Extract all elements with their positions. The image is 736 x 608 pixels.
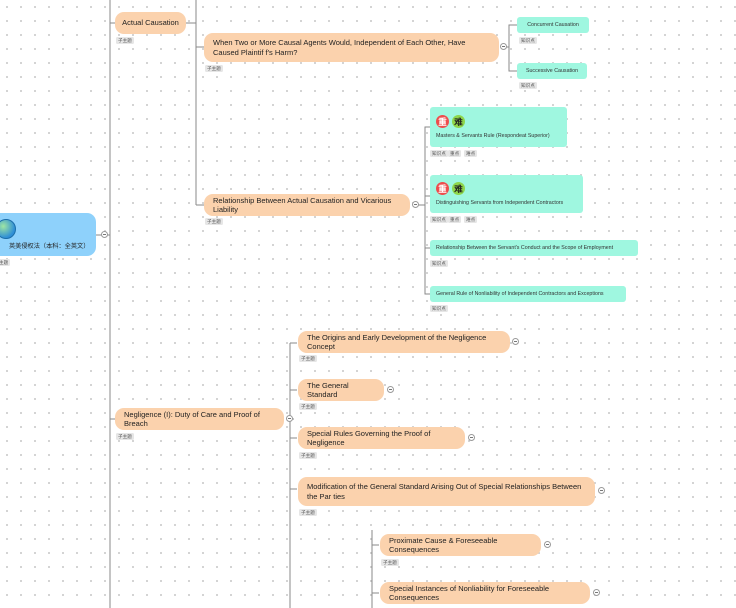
priority-marks: 重 难 [436, 115, 465, 128]
point-tag: 知识点 [430, 305, 448, 312]
topic-tag: 子主题 [116, 433, 134, 440]
topic-special-rules[interactable]: Special Rules Governing the Proof of Neg… [298, 427, 465, 449]
topic-tag: 子主题 [299, 403, 317, 410]
topic-two-causal-agents[interactable]: When Two or More Causal Agents Would, In… [204, 33, 499, 62]
point-label: General Rule of Nonliability of Independ… [436, 291, 604, 297]
root-title: 英美侵权法（本科：全英文） [9, 243, 90, 250]
topic-label: Special Instances of Nonliability for Fo… [389, 583, 550, 602]
topic-label: When Two or More Causal Agents Would, In… [213, 38, 466, 57]
collapse-toggle[interactable] [412, 201, 419, 208]
topic-tag: 子主题 [299, 452, 317, 459]
topic-tag: 子主题 [205, 65, 223, 72]
collapse-toggle[interactable] [500, 43, 507, 50]
topic-tag: 子主题 [299, 509, 317, 516]
topic-label: Relationship Between Actual Causation an… [213, 195, 392, 214]
point-general-rule[interactable]: General Rule of Nonliability of Independ… [430, 286, 626, 302]
topic-label: Proximate Cause & Foreseeable Consequenc… [389, 535, 498, 554]
collapse-toggle[interactable] [468, 434, 475, 441]
difficult-icon: 难 [452, 182, 465, 195]
point-label: Successive Causation [525, 68, 579, 74]
point-label: Concurrent Causation [527, 22, 579, 28]
point-tag: 知识点 [519, 82, 537, 89]
point-masters-servants[interactable]: 重 难 Masters & Servants Rule (Respondeat … [430, 107, 567, 147]
topic-tag: 子主题 [299, 355, 317, 362]
topic-tag: 子主题 [116, 37, 134, 44]
topic-label: Negligence (I): Duty of Care and Proof o… [124, 409, 260, 428]
collapse-toggle[interactable] [598, 487, 605, 494]
point-label: Masters & Servants Rule (Respondeat Supe… [436, 133, 550, 139]
topic-vicarious-liability[interactable]: Relationship Between Actual Causation an… [204, 194, 410, 216]
difficult-icon: 难 [452, 115, 465, 128]
topic-modification[interactable]: Modification of the General Standard Ari… [298, 477, 595, 506]
topic-label: The General Standard [307, 380, 349, 399]
topic-label: Modification of the General Standard Ari… [307, 482, 582, 501]
collapse-toggle[interactable] [101, 231, 108, 238]
point-tag: 难点 [464, 216, 478, 223]
globe-icon [0, 219, 16, 239]
point-tag: 重点 [448, 216, 462, 223]
root-topic[interactable]: 英美侵权法（本科：全英文） [0, 213, 96, 256]
topic-special-instances[interactable]: Special Instances of Nonliability for Fo… [380, 582, 590, 604]
collapse-toggle[interactable] [544, 541, 551, 548]
collapse-toggle[interactable] [387, 386, 394, 393]
point-tag: 知识点 [519, 37, 537, 44]
collapse-toggle[interactable] [512, 338, 519, 345]
topic-proximate-cause[interactable]: Proximate Cause & Foreseeable Consequenc… [380, 534, 541, 556]
root-tag: 主题 [0, 259, 11, 266]
point-conduct-scope[interactable]: Relationship Between the Servant's Condu… [430, 240, 638, 256]
point-tag: 知识点 [430, 216, 448, 223]
point-label: Relationship Between the Servant's Condu… [436, 245, 614, 251]
collapse-toggle[interactable] [593, 589, 600, 596]
point-tag: 知识点 [430, 150, 448, 157]
topic-negligence[interactable]: Negligence (I): Duty of Care and Proof o… [115, 408, 284, 430]
topic-origins[interactable]: The Origins and Early Development of the… [298, 331, 510, 353]
topic-tag: 子主题 [205, 218, 223, 225]
priority-marks: 重 难 [436, 182, 465, 195]
collapse-toggle[interactable] [286, 415, 293, 422]
point-tag: 知识点 [430, 260, 448, 267]
point-tag: 重点 [448, 150, 462, 157]
point-concurrent-causation[interactable]: Concurrent Causation [517, 17, 589, 33]
topic-label: Actual Causation [122, 18, 179, 28]
point-label: Distinguishing Servants from Independent… [436, 200, 564, 206]
point-tag: 难点 [464, 150, 478, 157]
point-successive-causation[interactable]: Successive Causation [517, 63, 587, 79]
important-icon: 重 [436, 115, 449, 128]
topic-actual-causation[interactable]: Actual Causation [115, 12, 186, 34]
important-icon: 重 [436, 182, 449, 195]
topic-tag: 子主题 [381, 559, 399, 566]
point-distinguishing-servants[interactable]: 重 难 Distinguishing Servants from Indepen… [430, 175, 583, 213]
topic-general-standard[interactable]: The General Standard [298, 379, 384, 401]
topic-label: Special Rules Governing the Proof of Neg… [307, 428, 431, 447]
topic-label: The Origins and Early Development of the… [307, 332, 487, 351]
